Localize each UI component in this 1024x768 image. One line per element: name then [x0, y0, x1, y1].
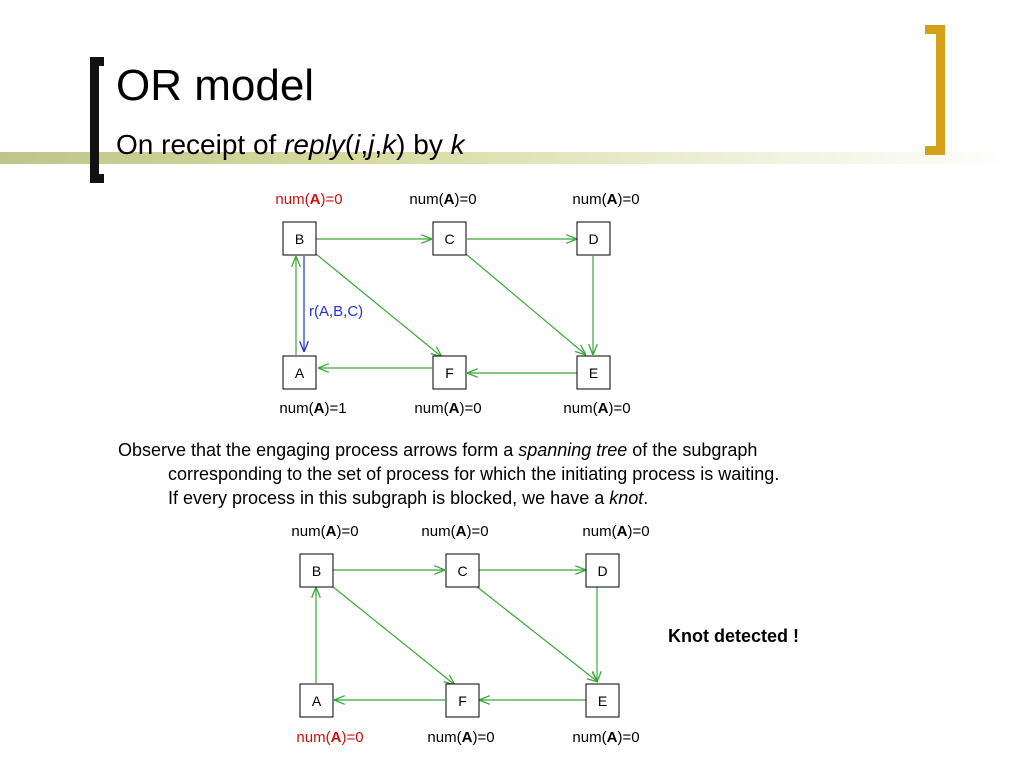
observation-line-2: corresponding to the set of process for … [168, 464, 780, 484]
d1-node-a: A [282, 355, 317, 390]
d2-node-b: B [299, 553, 334, 588]
left-bracket-decoration [90, 57, 104, 183]
d1-node-f: F [432, 355, 467, 390]
d2-node-c: C [445, 553, 480, 588]
d2-label-d: num(A)=0 [582, 523, 649, 540]
d2-label-a: num(A)=0 [296, 729, 363, 746]
d2-edges [316, 570, 598, 700]
d1-label-a: num(A)=1 [279, 400, 346, 417]
d2-label-c: num(A)=0 [421, 523, 488, 540]
d2-label-f: num(A)=0 [427, 729, 494, 746]
knot-detected-label: Knot detected ! [668, 626, 800, 646]
svg-text:D: D [588, 231, 598, 247]
d1-node-e: E [576, 355, 611, 390]
d2-node-a: A [299, 683, 334, 718]
svg-text:C: C [444, 231, 454, 247]
d1-label-b: num(A)=0 [275, 191, 342, 208]
d1-label-c: num(A)=0 [409, 191, 476, 208]
d2-node-d: D [585, 553, 620, 588]
svg-text:B: B [295, 231, 304, 247]
svg-text:E: E [589, 365, 598, 381]
title-accent-bar [0, 152, 1024, 164]
svg-text:A: A [295, 365, 305, 381]
slide-title: OR model [116, 61, 315, 110]
svg-text:B: B [312, 563, 321, 579]
d1-node-c: C [432, 221, 467, 256]
d1-edges [296, 239, 593, 373]
svg-text:A: A [312, 693, 322, 709]
d1-label-e: num(A)=0 [563, 400, 630, 417]
d2-edge-b-f [331, 585, 455, 685]
svg-text:F: F [445, 365, 454, 381]
svg-text:D: D [597, 563, 607, 579]
d1-edge-c-e [465, 253, 586, 355]
right-bracket-decoration [925, 25, 945, 155]
svg-text:E: E [598, 693, 607, 709]
d1-reply-label: r(A,B,C) [309, 303, 363, 320]
svg-text:C: C [457, 563, 467, 579]
d1-label-f: num(A)=0 [414, 400, 481, 417]
d2-node-f: F [445, 683, 480, 718]
svg-text:F: F [458, 693, 467, 709]
observation-paragraph: Observe that the engaging process arrows… [118, 438, 958, 510]
d2-label-e: num(A)=0 [572, 729, 639, 746]
d1-node-d: D [576, 221, 611, 256]
d2-edge-c-e [475, 585, 598, 682]
slide-subtitle: On receipt of reply(i,j,k) by k [116, 129, 465, 160]
observation-line-3: If every process in this subgraph is blo… [168, 488, 649, 508]
d2-label-b: num(A)=0 [291, 523, 358, 540]
d2-node-e: E [585, 683, 620, 718]
d1-node-b: B [282, 221, 317, 256]
d1-edge-b-f [315, 253, 442, 357]
d1-label-d: num(A)=0 [572, 191, 639, 208]
